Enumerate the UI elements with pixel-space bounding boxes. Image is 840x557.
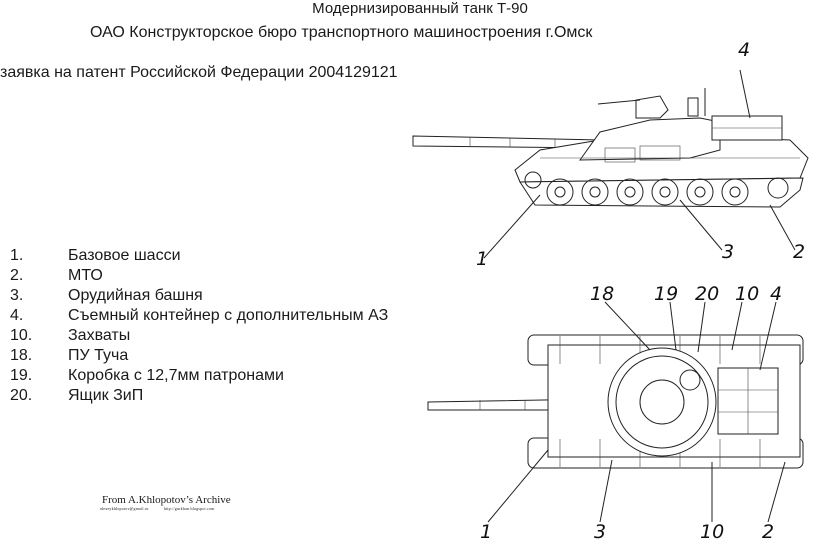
legend-number: 1.	[10, 247, 24, 264]
component-legend: 1.Базовое шасси 2.МТО 3.Орудийная башня …	[10, 246, 388, 406]
side-callout-2: 2	[793, 241, 805, 263]
side-callout-3: 3	[722, 241, 734, 263]
top-callout-2: 2	[762, 521, 774, 543]
side-callout-1: 1	[476, 248, 488, 270]
legend-item: 1. Базовое шасси	[10, 246, 388, 266]
legend-item: 4. Съемный контейнер с дополнительным АЗ	[10, 306, 388, 326]
patent-application: заявка на патент Российской Федерации 20…	[0, 64, 398, 81]
top-callout-10-lower: 10	[700, 521, 724, 543]
legend-text: МТО	[68, 267, 103, 284]
legend-number: 2.	[10, 267, 24, 284]
legend-text: Орудийная башня	[68, 287, 203, 304]
top-callout-1: 1	[480, 521, 492, 543]
top-callout-20: 20	[695, 283, 719, 305]
legend-number: 19.	[10, 367, 33, 384]
legend-number: 18.	[10, 347, 33, 364]
top-callout-18: 18	[590, 283, 614, 305]
top-callout-10: 10	[735, 283, 759, 305]
legend-text: Базовое шасси	[68, 247, 181, 264]
legend-text: Ящик ЗиП	[68, 387, 144, 404]
archive-credit: From A.Khlopotov’s Archive	[102, 494, 231, 506]
legend-item: 18. ПУ Туча	[10, 346, 388, 366]
legend-text: Захваты	[68, 327, 131, 344]
legend-item: 2. МТО	[10, 266, 388, 286]
legend-text: Коробка с 12,7мм патронами	[68, 367, 284, 384]
legend-text: ПУ Туча	[68, 347, 129, 364]
legend-item: 3. Орудийная башня	[10, 286, 388, 306]
page-title: Модернизированный танк Т-90	[312, 0, 528, 17]
legend-text: Съемный контейнер с дополнительным АЗ	[68, 307, 389, 324]
legend-number: 20.	[10, 387, 33, 404]
legend-item: 20. Ящик ЗиП	[10, 386, 388, 406]
top-callout-3: 3	[594, 521, 606, 543]
page-subtitle: ОАО Конструкторское бюро транспортного м…	[90, 24, 593, 41]
legend-number: 10.	[10, 327, 33, 344]
legend-number: 3.	[10, 287, 24, 304]
archive-small-print: alexeykhlopotov@gmail.ru http://gurkhan.…	[100, 506, 229, 511]
legend-number: 4.	[10, 307, 24, 324]
top-callout-19: 19	[654, 283, 678, 305]
side-view-drawing: 4 1 3 2	[412, 39, 809, 270]
top-view-drawing: 18 19 20 10 4 1 3 10 2	[427, 283, 804, 543]
legend-item: 10. Захваты	[10, 326, 388, 346]
archive-email: alexeykhlopotov@gmail.ru	[100, 506, 149, 511]
side-callout-4: 4	[738, 39, 750, 61]
archive-url: http://gurkhan.blogspot.com	[163, 506, 215, 511]
top-callout-4: 4	[770, 283, 782, 305]
legend-item: 19. Коробка с 12,7мм патронами	[10, 366, 388, 386]
